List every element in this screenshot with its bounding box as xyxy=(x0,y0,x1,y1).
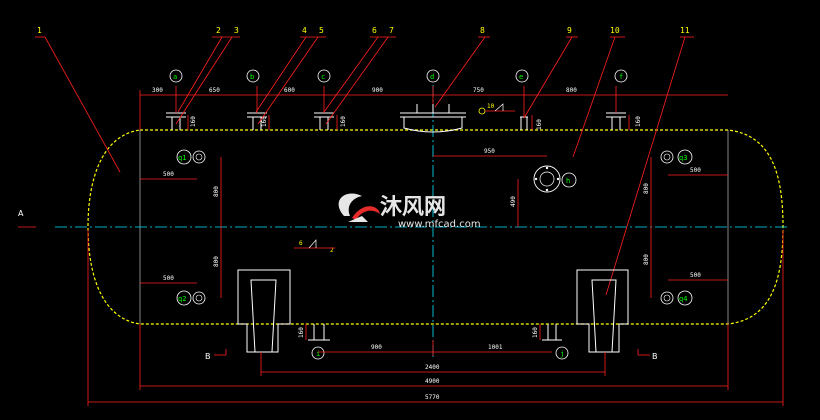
top-dimension-chain: 300 650 600 900 750 800 xyxy=(139,86,728,130)
bubble-q4: q4 xyxy=(679,295,687,303)
dim-text: 800 xyxy=(213,186,220,197)
bubble-q1: q1 xyxy=(178,154,186,162)
dim-text: 500 xyxy=(163,275,174,282)
leader-10: 10 xyxy=(610,26,620,35)
dim-text: 500 xyxy=(690,272,701,279)
bubble-d: d xyxy=(430,73,434,81)
bubble-b: b xyxy=(250,73,254,81)
dim-text: 500 xyxy=(690,167,701,174)
leader-4: 4 xyxy=(302,26,307,35)
dim-text: 600 xyxy=(284,87,295,94)
section-a-marker: A xyxy=(18,209,36,228)
nozzle-c xyxy=(314,112,334,130)
dim-text: 160 xyxy=(635,116,642,127)
nozzle-j: j xyxy=(542,324,569,360)
bubble-j: j xyxy=(560,350,564,358)
dim-text: 160 xyxy=(190,116,197,127)
leader-7: 7 xyxy=(389,26,394,35)
nozzle-q1: q1 xyxy=(176,149,206,165)
section-b-left-label: B xyxy=(205,352,211,361)
weld-label: 10 xyxy=(487,103,495,110)
dim-text: 800 xyxy=(643,183,650,194)
section-b-markers: B B xyxy=(205,349,658,361)
dim-text: 5770 xyxy=(425,394,440,401)
leader-8: 8 xyxy=(480,26,485,35)
bubble-h: h xyxy=(566,177,570,185)
bottom-dimensions: 900 1001 2400 4900 5770 xyxy=(87,230,784,406)
leader-5: 5 xyxy=(319,26,324,35)
dim-text: 490 xyxy=(510,196,517,207)
saddle-support-left xyxy=(237,269,291,353)
weld-label: 6 xyxy=(299,240,303,247)
leader-6: 6 xyxy=(372,26,377,35)
weld-symbol-top: 10 xyxy=(478,103,515,115)
dim-text: 160 xyxy=(536,119,543,130)
dim-text: 750 xyxy=(473,87,484,94)
bubble-q2: q2 xyxy=(178,295,186,303)
weld-label: 2 xyxy=(330,247,334,254)
watermark-emblem xyxy=(338,193,380,222)
bubble-c: c xyxy=(321,73,325,81)
leader-3: 3 xyxy=(234,26,239,35)
dim-text: 1001 xyxy=(488,344,503,351)
leader-11: 11 xyxy=(680,26,690,35)
top-nozzles xyxy=(166,104,626,133)
dim-text: 800 xyxy=(643,254,650,265)
bubble-i: i xyxy=(316,350,320,358)
watermark-url: www.mfcad.com xyxy=(398,219,481,230)
side-nozzles: q1 q2 q3 q4 h xyxy=(176,149,693,306)
dim-text: 950 xyxy=(484,148,495,155)
dim-text: 300 xyxy=(152,87,163,94)
nozzle-e xyxy=(520,116,528,130)
bubble-e: e xyxy=(519,73,523,81)
top-bubbles: a b c d e f xyxy=(169,69,628,83)
dim-text: 900 xyxy=(372,87,383,94)
dim-text: 800 xyxy=(566,87,577,94)
nozzle-h: h xyxy=(533,165,577,193)
dim-text: 160 xyxy=(532,327,539,338)
nozzle-f xyxy=(606,112,626,130)
bubble-q3: q3 xyxy=(679,154,687,162)
dim-text: 160 xyxy=(340,116,347,127)
section-a-label: A xyxy=(18,209,24,218)
manhole-d xyxy=(400,104,466,133)
nozzle-q2: q2 xyxy=(176,290,206,306)
section-b-right-label: B xyxy=(652,352,658,361)
dim-text: 650 xyxy=(209,87,220,94)
watermark-brand: 沐风网 xyxy=(380,195,446,220)
leader-9: 9 xyxy=(567,26,572,35)
saddle-support-right xyxy=(576,269,629,353)
dim-text: 4900 xyxy=(425,378,440,385)
dim-text: 800 xyxy=(213,256,220,267)
watermark-logo: 沐风网 www.mfcad.com xyxy=(338,193,481,230)
dim-text: 160 xyxy=(298,327,305,338)
leader-2: 2 xyxy=(216,26,221,35)
part-leaders: 1 2 3 4 5 6 7 8 9 10 11 xyxy=(35,26,694,296)
bottom-nozzles: i j 160 160 xyxy=(298,324,569,360)
nozzle-i: i xyxy=(308,324,330,360)
dim-text: 900 xyxy=(371,344,382,351)
leader-1: 1 xyxy=(37,26,42,35)
nozzle-a xyxy=(166,112,186,130)
nozzle-q3: q3 xyxy=(660,149,693,165)
dim-text: 2400 xyxy=(425,364,440,371)
nozzle-q4: q4 xyxy=(660,290,693,306)
bubble-a: a xyxy=(173,73,177,81)
bubble-f: f xyxy=(619,73,623,81)
centre-lines xyxy=(55,85,790,360)
side-dimensions: 500 500 500 500 800 800 800 800 950 490 xyxy=(140,148,728,298)
nozzle-height-dims: 160 160 160 160 160 xyxy=(187,115,642,130)
dim-text: 500 xyxy=(163,171,174,178)
weld-symbol-bottom: 6 2 xyxy=(294,239,335,254)
dim-text: 160 xyxy=(261,116,268,127)
